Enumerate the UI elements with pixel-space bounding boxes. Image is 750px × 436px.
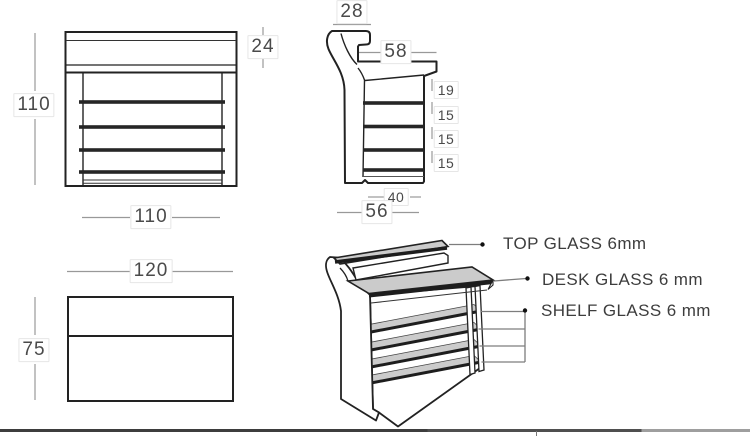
front-top-section-dim-label: 24 bbox=[247, 35, 279, 59]
sheet-bottom-rule bbox=[0, 429, 750, 432]
front-width-dim-label: 110 bbox=[130, 205, 172, 229]
side-view-drawing bbox=[325, 23, 438, 214]
front-shelves bbox=[79, 100, 225, 174]
plan-width-dim-label: 120 bbox=[129, 259, 173, 283]
front-view-drawing bbox=[34, 27, 264, 219]
side-desk-depth-dim-label: 58 bbox=[380, 40, 412, 64]
side-shelf-gap-dim-label: 19 bbox=[433, 80, 459, 100]
side-base-depth-dim-label: 56 bbox=[361, 200, 393, 224]
plan-dimension-lines bbox=[34, 270, 233, 400]
side-dimension-lines bbox=[333, 23, 437, 214]
side-shelf-gap-dim-label: 15 bbox=[433, 153, 459, 173]
iso-shelves bbox=[363, 304, 482, 385]
shelf-glass-callout-label: SHELF GLASS 6 mm bbox=[541, 301, 711, 320]
side-top-depth-dim-label: 28 bbox=[336, 0, 368, 24]
plan-view-drawing bbox=[34, 270, 234, 402]
side-shelf-gap-dim-label: 15 bbox=[433, 105, 459, 125]
desk-glass-callout-label: DESK GLASS 6 mm bbox=[542, 270, 703, 289]
plan-depth-dim-label: 75 bbox=[18, 338, 50, 362]
callout-leader-dots bbox=[480, 242, 530, 313]
callout-leader-lines bbox=[449, 243, 527, 363]
top-glass-callout-label: TOP GLASS 6mm bbox=[503, 234, 647, 253]
front-height-dim-label: 110 bbox=[13, 93, 55, 117]
front-dimension-lines bbox=[34, 27, 264, 219]
sheet-bottom-tick bbox=[536, 431, 537, 436]
side-shelf-gap-dim-label: 15 bbox=[433, 129, 459, 149]
side-shelves bbox=[363, 101, 424, 172]
iso-view-drawing bbox=[325, 239, 530, 428]
